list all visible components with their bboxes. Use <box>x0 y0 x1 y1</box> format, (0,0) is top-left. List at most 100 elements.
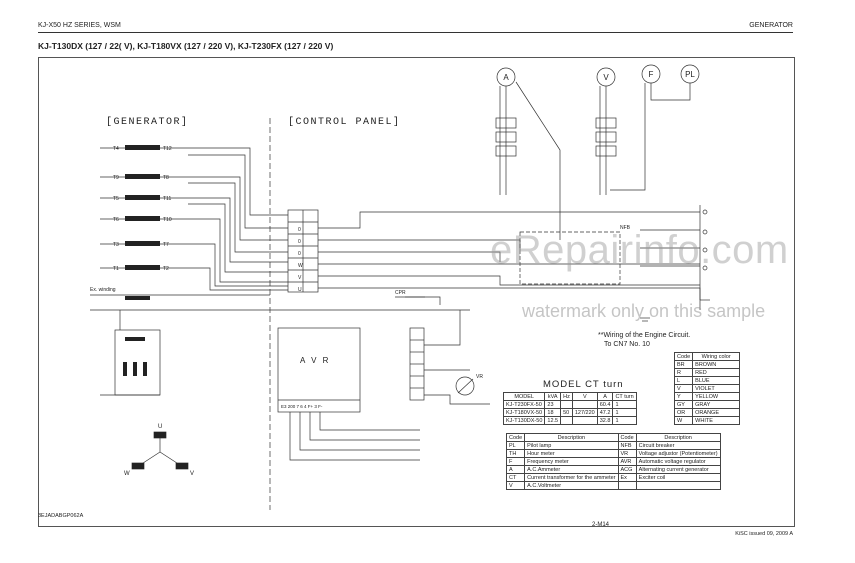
engine-circuit-note: **Wiring of the Engine Circuit. To CN7 N… <box>598 331 690 349</box>
desc-cell: Pilot lamp <box>524 441 619 450</box>
desc-cell: Frequency meter <box>524 457 619 466</box>
ct-cell: KJ-T230FX-50 <box>502 400 546 409</box>
ct-header: Hz <box>560 392 573 401</box>
current-transformers <box>495 117 617 157</box>
ct-cell: KJ-T130DX-50 <box>502 416 546 425</box>
wc-color: BROWN <box>692 360 741 369</box>
ct-cell: 18 <box>544 408 562 417</box>
lead-t8: T8 <box>163 175 169 181</box>
desc-cell: A.C.Ammeter <box>524 465 619 474</box>
vr-label: VR <box>476 374 483 380</box>
panel-terminal-0c: 0 <box>298 251 301 257</box>
meter-a-label: A <box>503 73 509 82</box>
vr-circle <box>455 376 475 396</box>
ct-cell: 23 <box>544 400 562 409</box>
wye-u: U <box>158 424 162 430</box>
desc-cell: F <box>505 457 526 466</box>
lead-t9: T9 <box>113 175 119 181</box>
panel-terminal-v: V <box>298 275 302 281</box>
out-terminal-v <box>702 247 708 253</box>
watermark-note: watermark only on this sample <box>522 301 766 321</box>
header-rule <box>38 32 793 33</box>
wc-code: V <box>673 384 694 393</box>
ct-cell <box>571 416 598 425</box>
lead-t5: T5 <box>113 196 119 202</box>
nfb-box <box>519 231 621 285</box>
avr-terminals-label: E3 200 7 6 4 F+ 3 F- <box>281 404 323 409</box>
desc-cell: PL <box>505 441 526 450</box>
wc-code: GY <box>673 400 694 409</box>
desc-cell: A.C.Voltmeter <box>524 481 619 490</box>
desc-cell: VR <box>617 449 637 458</box>
ex-winding-label: Ex. winding <box>90 287 116 293</box>
header-section: GENERATOR <box>749 22 793 29</box>
ct-cell: 1 <box>612 400 637 409</box>
out-terminal-u <box>702 229 708 235</box>
meter-pl-label: PL <box>685 70 695 79</box>
wc-color: RED <box>692 368 741 377</box>
lead-t2: T2 <box>163 266 169 272</box>
wye-v: V <box>190 471 194 477</box>
wc-header-color: Wiring color <box>692 352 741 361</box>
desc-cell: Hour meter <box>524 449 619 458</box>
ct-table: MODEL kVA Hz V A CT turn KJ-T230FX-50 23… <box>502 392 637 425</box>
wc-color: GRAY <box>692 400 741 409</box>
cpr-label: CPR <box>395 290 406 296</box>
ct-cell: 1 <box>612 408 637 417</box>
ct-cell <box>571 400 598 409</box>
desc-cell: Automatic voltage regulator <box>635 457 721 466</box>
desc-header: Description <box>635 433 721 442</box>
watermark-site: eRepairinfo.com <box>490 228 789 272</box>
out-terminal-0 <box>702 209 708 215</box>
footer-issue: KiSC issued 09, 2009 A <box>735 531 793 537</box>
desc-cell: NFB <box>617 441 637 450</box>
wc-code: BR <box>673 360 694 369</box>
desc-cell: Exciter coil <box>635 473 721 482</box>
desc-header: Description <box>524 433 619 442</box>
wc-color: VIOLET <box>692 384 741 393</box>
wye-w: W <box>124 471 130 477</box>
wc-color: ORANGE <box>692 408 741 417</box>
panel-terminal-0b: 0 <box>298 239 301 245</box>
engine-note-line2: To CN7 No. 10 <box>604 341 650 348</box>
desc-cell: V <box>505 481 526 490</box>
panel-terminal-u: U <box>298 287 302 293</box>
engine-note-line1: **Wiring of the Engine Circuit. <box>598 332 691 339</box>
ct-header: MODEL <box>502 392 546 401</box>
footer-code: 3EJADABGP062A <box>38 513 84 519</box>
avr-label: A V R <box>300 356 330 365</box>
wc-code: L <box>673 376 694 385</box>
desc-cell: Alternating current generator <box>635 465 721 474</box>
wc-header-code: Code <box>673 352 694 361</box>
lead-t7: T7 <box>163 242 169 248</box>
ct-cell: 1 <box>612 416 637 425</box>
ct-cell: 47.2 <box>596 408 614 417</box>
ct-header: CT turn <box>612 392 637 401</box>
desc-cell: TH <box>505 449 526 458</box>
ct-header: A <box>596 392 614 401</box>
ct-cell <box>560 416 573 425</box>
lead-t3: T3 <box>113 242 119 248</box>
ct-cell: 32.8 <box>596 416 614 425</box>
desc-cell: CT <box>505 473 526 482</box>
wc-code: W <box>673 416 694 425</box>
desc-header: Code <box>505 433 526 442</box>
desc-cell: Voltage adjustor (Potentiometer) <box>635 449 721 458</box>
desc-cell: Current transformer for the ammeter <box>524 473 619 482</box>
lead-t11: T11 <box>163 196 171 202</box>
desc-cell: Ex <box>617 473 637 482</box>
lead-t4: T4 <box>113 146 119 152</box>
desc-cell <box>635 481 721 490</box>
generator-coils <box>100 147 188 269</box>
ct-table-title: MODEL CT turn <box>543 379 624 390</box>
panel-terminal-w: W <box>298 263 303 269</box>
ct-cell: 12.5 <box>544 416 562 425</box>
out-terminal-w <box>702 265 708 271</box>
ct-cell: 50 <box>560 408 573 417</box>
meter-f-label: F <box>649 70 654 79</box>
header-series: KJ-X50 HZ SERIES, WSM <box>38 22 121 29</box>
meter-v-label: V <box>603 73 609 82</box>
wc-code: OR <box>673 408 694 417</box>
wc-code: Y <box>673 392 694 401</box>
